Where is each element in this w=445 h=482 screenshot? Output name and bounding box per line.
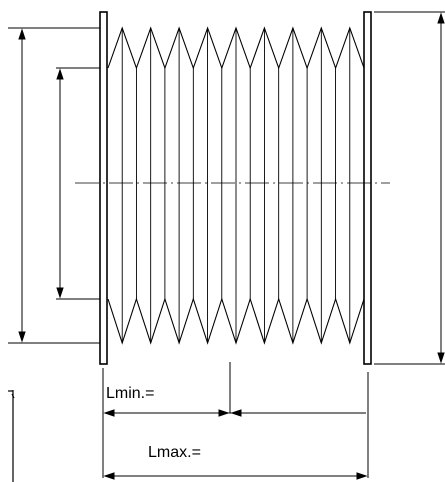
left-flange	[99, 11, 108, 365]
inner-diameter-dimension	[56, 67, 100, 300]
fold-lines	[121, 28, 351, 343]
length-dimensions	[102, 362, 369, 480]
outer-diameter-dimension	[8, 27, 100, 344]
lmax-label: Lmax.=	[148, 444, 201, 461]
bellows-body	[107, 26, 365, 345]
right-flange	[363, 11, 372, 365]
flange-height-dimension	[374, 11, 445, 365]
detail-mark	[8, 390, 15, 482]
lmin-label: Lmin.=	[106, 385, 154, 402]
